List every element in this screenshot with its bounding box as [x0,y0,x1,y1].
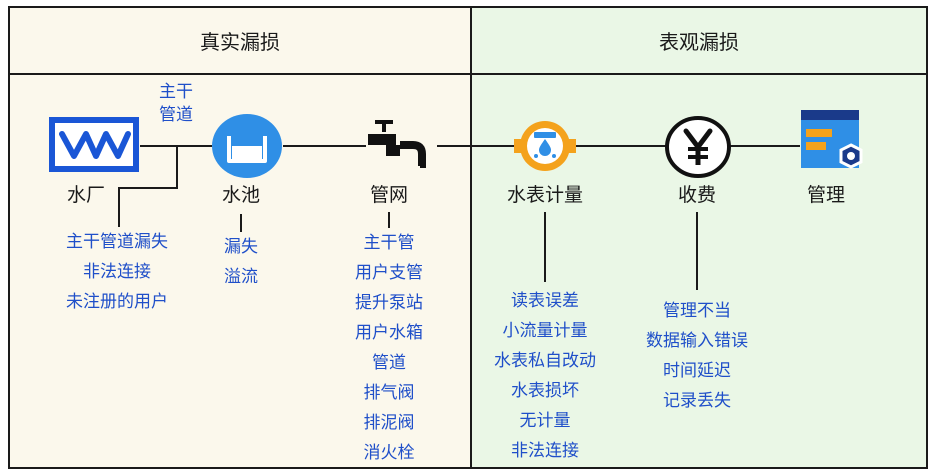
list-item: 排气阀 [363,383,415,403]
pool-cause-list: 漏失 溢流 [224,232,258,292]
node-label-network: 管网 [369,184,409,206]
pool-cause-line [240,214,242,232]
list-item: 时间延迟 [663,361,731,381]
connector-network-meter [437,145,516,147]
trunk-label-line: 管道 [159,105,193,125]
trunk-label-line: 主干 [159,82,193,102]
plant-cause-list: 主干管道漏失 非法连接 未注册的用户 [66,227,168,317]
connector-pool-network [283,145,366,147]
header-divider [8,73,928,75]
faucet-icon [368,120,426,168]
list-item: 读表误差 [511,291,579,311]
node-label-pool: 水池 [221,184,261,206]
apparent-loss-panel [470,6,928,469]
list-item: 主干管道漏失 [66,232,168,252]
list-item: 数据输入错误 [646,331,748,351]
list-item: 用户支管 [355,263,423,283]
trunk-label: 主干 管道 [159,81,193,127]
list-item: 未注册的用户 [66,292,168,312]
plant-cause-line [118,187,120,227]
node-label-meter: 水表计量 [506,184,584,206]
node-label-billing: 收费 [677,184,717,206]
list-item: 小流量计量 [502,321,588,341]
meter-cause-line [544,212,546,282]
water-tank-icon [212,114,282,178]
list-item: 提升泵站 [355,293,423,313]
connector-meter-billing [575,145,666,147]
waveform-icon [49,117,139,172]
yen-icon [665,116,731,178]
settings-window-icon [801,110,863,169]
real-loss-title: 真实漏损 [200,30,280,54]
list-item: 管理不当 [663,301,731,321]
node-label-management: 管理 [806,184,846,206]
meter-cause-list: 读表误差 小流量计量 水表私自改动 水表损坏 无计量 非法连接 [494,286,596,466]
list-item: 排泥阀 [363,413,415,433]
list-item: 管道 [372,353,406,373]
network-cause-line [388,212,390,228]
list-item: 漏失 [224,237,258,257]
billing-cause-line [696,212,698,290]
trunk-vertical-line [176,146,178,188]
list-item: 主干管 [363,233,415,253]
list-item: 溢流 [224,267,258,287]
list-item: 记录丢失 [663,391,731,411]
list-item: 用户水箱 [355,323,423,343]
list-item: 水表私自改动 [494,351,596,371]
trunk-horizontal-line [118,187,178,189]
list-item: 水表损坏 [511,381,579,401]
list-item: 非法连接 [83,262,151,282]
real-loss-panel [8,6,472,469]
list-item: 非法连接 [511,441,579,461]
apparent-loss-title: 表观漏损 [659,30,739,54]
list-item: 无计量 [519,411,571,431]
list-item: 消火栓 [363,443,415,463]
billing-cause-list: 管理不当 数据输入错误 时间延迟 记录丢失 [646,296,748,416]
node-label-plant: 水厂 [66,184,106,206]
network-cause-list: 主干管 用户支管 提升泵站 用户水箱 管道 排气阀 排泥阀 消火栓 [355,228,423,468]
water-meter-icon [514,121,576,171]
connector-billing-management [730,145,800,147]
